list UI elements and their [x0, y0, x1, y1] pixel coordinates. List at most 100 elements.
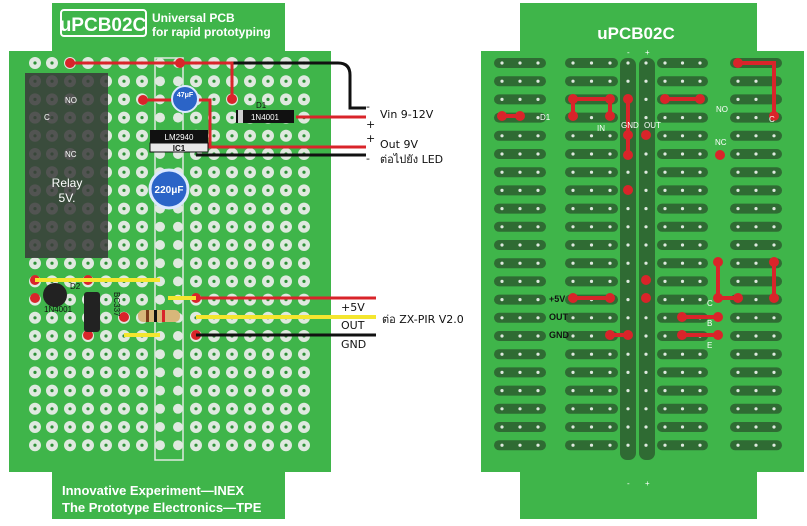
pad-hole: [608, 279, 612, 283]
pad-hole: [698, 225, 702, 229]
pad-hole: [122, 243, 126, 247]
pad-hole: [736, 407, 740, 411]
right-out: OUT: [644, 121, 661, 130]
pad-hole: [736, 152, 740, 156]
pad-hole: [736, 243, 740, 247]
pad-hole: [302, 370, 306, 374]
pad-hole: [736, 425, 740, 429]
pad-hole: [589, 261, 594, 265]
pad-hole: [212, 97, 216, 101]
pad-hole: [518, 352, 522, 356]
rail-pad: [173, 422, 183, 432]
rail-hole: [626, 170, 630, 174]
pad-hole: [68, 425, 72, 429]
pad-hole: [589, 79, 594, 83]
right-tr-e: E: [707, 341, 712, 350]
pad-hole: [50, 407, 54, 411]
pad-hole: [589, 443, 594, 447]
pad-hole: [608, 188, 612, 192]
pad-hole: [248, 407, 252, 411]
pad-hole: [266, 134, 270, 138]
pad-hole: [122, 79, 126, 83]
pad-hole: [772, 225, 776, 229]
pad-hole: [266, 97, 270, 101]
pad-hole: [663, 170, 667, 174]
pad-hole: [698, 407, 702, 411]
right-out-pin: OUT: [549, 312, 569, 322]
pad-hole: [589, 61, 594, 65]
pad-hole: [571, 61, 575, 65]
pad-hole: [736, 134, 740, 138]
pad-hole: [754, 298, 758, 302]
pad-hole: [122, 425, 126, 429]
pad-hole: [536, 279, 540, 283]
pad-hole: [104, 298, 108, 302]
rail-pad: [173, 367, 183, 378]
pad-hole: [571, 316, 575, 320]
solder-point: [677, 312, 687, 322]
pad-hole: [230, 188, 234, 192]
rail-pad: [173, 221, 183, 232]
solder-point: [713, 293, 723, 303]
pad-hole: [589, 407, 594, 411]
rail-hole: [626, 389, 630, 393]
pad-hole: [518, 316, 522, 320]
right-pad-grid: [494, 58, 782, 460]
pad-hole: [104, 334, 108, 338]
pad-hole: [536, 298, 540, 302]
solder-point: [605, 94, 615, 104]
pad-hole: [284, 134, 288, 138]
pad-hole: [302, 207, 306, 211]
right-gnd: GND: [621, 121, 639, 130]
pad-hole: [663, 134, 667, 138]
pad-hole: [663, 79, 667, 83]
pad-hole: [284, 425, 288, 429]
pad-hole: [754, 225, 758, 229]
pad-hole: [754, 116, 758, 120]
pad-hole: [680, 261, 685, 265]
pad-hole: [663, 443, 667, 447]
pad-hole: [680, 389, 685, 393]
rail-hole: [626, 407, 630, 411]
pad-hole: [680, 170, 685, 174]
right-d1: D1: [540, 113, 551, 122]
pad-hole: [248, 370, 252, 374]
rail-pad: [173, 258, 183, 269]
rail-hole: [626, 316, 630, 320]
pad-hole: [754, 261, 758, 265]
relay-pin-nc: NC: [65, 150, 77, 159]
rail-pad: [173, 440, 183, 451]
pad-hole: [302, 261, 306, 265]
pad-hole: [500, 352, 504, 356]
pad-hole: [589, 207, 594, 211]
pad-hole: [518, 79, 522, 83]
pad-hole: [50, 443, 54, 447]
right-board: uPCB02C - + - + D1 IN GND OUT NO C NC +5…: [481, 3, 804, 519]
pad-hole: [589, 316, 594, 320]
out-plus: +: [366, 132, 375, 145]
pad-hole: [140, 188, 144, 192]
solder-point: [769, 111, 779, 121]
pad-hole: [736, 443, 740, 447]
pad-hole: [500, 79, 504, 83]
pad-hole: [589, 243, 594, 247]
pad-hole: [266, 79, 270, 83]
pad-hole: [663, 207, 667, 211]
pad-hole: [772, 188, 776, 192]
pad-hole: [122, 370, 126, 374]
solder-point: [713, 330, 723, 340]
pad-hole: [68, 316, 72, 320]
rail-hole: [626, 261, 630, 265]
pad-hole: [536, 443, 540, 447]
pad-hole: [500, 61, 504, 65]
pad-hole: [608, 352, 612, 356]
pad-hole: [571, 207, 575, 211]
pad-hole: [736, 334, 740, 338]
regulator-ic: [150, 130, 208, 143]
rail-hole: [626, 425, 630, 429]
pad-hole: [68, 443, 72, 447]
pad-hole: [680, 298, 685, 302]
pad-hole: [86, 370, 90, 374]
resistor: [138, 310, 180, 322]
rail-pad: [155, 258, 165, 269]
